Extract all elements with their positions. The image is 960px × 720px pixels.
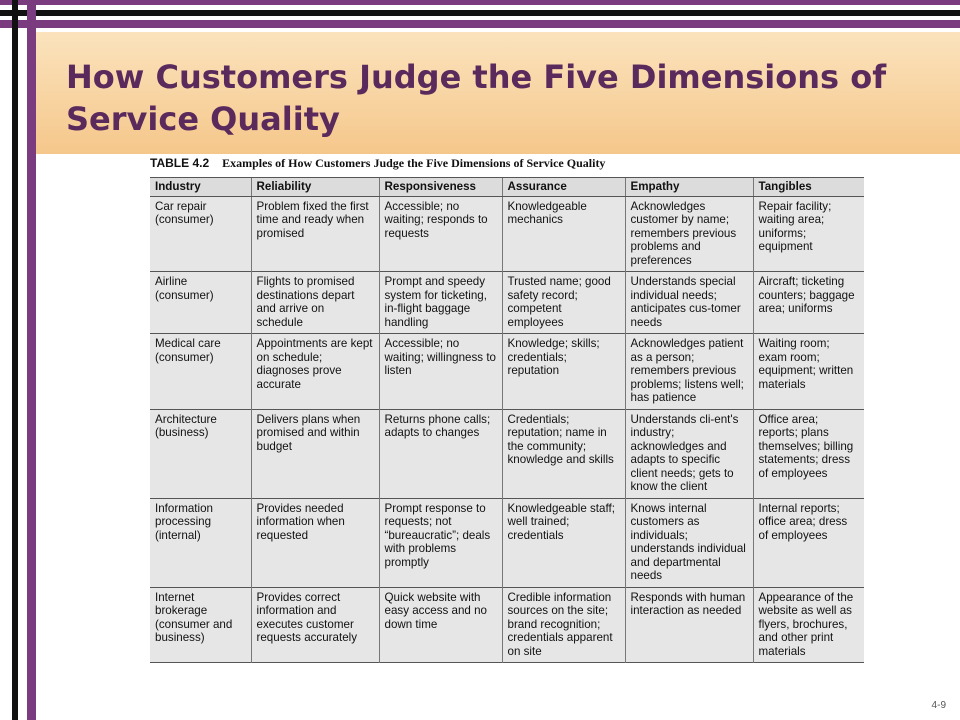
table-cell: Understands cli-ent's industry; acknowle…	[624, 408, 753, 498]
table-cell: Repair facility; waiting area; uniforms;…	[752, 195, 864, 272]
table-cell: Responds with human interaction as neede…	[624, 586, 753, 663]
table-cell: Appointments are kept on schedule; diagn…	[250, 333, 379, 409]
top-purple-stripe-2	[0, 20, 960, 28]
table-cell: Information processing (internal)	[150, 497, 251, 587]
table-cell: Delivers plans when promised and within …	[250, 408, 379, 498]
table-cell: Understands special individual needs; an…	[624, 271, 753, 334]
table-cell: Accessible; no waiting; willingness to l…	[378, 333, 502, 409]
service-quality-table-figure: TABLE 4.2 Examples of How Customers Judg…	[150, 154, 864, 663]
table-row: Car repair (consumer) Problem fixed the …	[150, 195, 864, 272]
table-cell: Acknowledges patient as a person; rememb…	[624, 333, 753, 409]
slide-title: How Customers Judge the Five Dimensions …	[66, 58, 887, 138]
table-row: Medical care (consumer) Appointments are…	[150, 333, 864, 409]
table-row: Internet brokerage (consumer and busines…	[150, 586, 864, 663]
header-industry: Industry	[150, 177, 251, 197]
service-quality-table: Industry Reliability Responsiveness Assu…	[150, 177, 864, 663]
header-assurance: Assurance	[501, 177, 625, 197]
table-row: Architecture (business) Delivers plans w…	[150, 408, 864, 498]
table-cell: Credible information sources on the site…	[501, 586, 625, 663]
table-cell: Appearance of the website as well as fly…	[752, 586, 864, 663]
header-reliability: Reliability	[250, 177, 379, 197]
table-cell: Internet brokerage (consumer and busines…	[150, 586, 251, 663]
left-black-stripe	[12, 0, 18, 720]
table-row: Airline (consumer) Flights to promised d…	[150, 271, 864, 334]
table-cell: Acknowledges customer by name; remembers…	[624, 195, 753, 272]
header-responsiveness: Responsiveness	[378, 177, 502, 197]
table-cell: Waiting room; exam room; equipment; writ…	[752, 333, 864, 409]
table-cell: Credentials; reputation; name in the com…	[501, 408, 625, 498]
top-white-gap	[0, 5, 960, 10]
left-purple-stripe	[27, 0, 36, 720]
table-cell: Knowledgeable staff; well trained; crede…	[501, 497, 625, 587]
table-cell: Prompt response to requests; not “bureau…	[378, 497, 502, 587]
table-cell: Airline (consumer)	[150, 271, 251, 334]
table-cell: Flights to promised destinations depart …	[250, 271, 379, 334]
table-cell: Car repair (consumer)	[150, 195, 251, 272]
table-header-row: Industry Reliability Responsiveness Assu…	[150, 177, 864, 197]
top-purple-stripe	[0, 0, 960, 5]
top-black-stripe	[0, 10, 960, 16]
table-row: Information processing (internal) Provid…	[150, 497, 864, 587]
page-number: 4-9	[931, 700, 946, 711]
header-tangibles: Tangibles	[752, 177, 864, 197]
table-cell: Internal reports; office area; dress of …	[752, 497, 864, 587]
table-caption: TABLE 4.2 Examples of How Customers Judg…	[150, 154, 864, 177]
table-cell: Office area; reports; plans themselves; …	[752, 408, 864, 498]
table-cell: Prompt and speedy system for ticketing, …	[378, 271, 502, 334]
table-number: TABLE 4.2	[150, 156, 210, 170]
table-cell: Medical care (consumer)	[150, 333, 251, 409]
table-cell: Provides needed information when request…	[250, 497, 379, 587]
table-cell: Returns phone calls; adapts to changes	[378, 408, 502, 498]
header-empathy: Empathy	[624, 177, 753, 197]
table-cell: Knowledgeable mechanics	[501, 195, 625, 272]
table-cell: Knows internal customers as individuals;…	[624, 497, 753, 587]
top-white-gap-2	[0, 16, 960, 20]
table-cell: Aircraft; ticketing counters; baggage ar…	[752, 271, 864, 334]
table-cell: Knowledge; skills; credentials; reputati…	[501, 333, 625, 409]
table-cell: Problem fixed the first time and ready w…	[250, 195, 379, 272]
table-cell: Architecture (business)	[150, 408, 251, 498]
table-caption-text: Examples of How Customers Judge the Five…	[222, 156, 606, 170]
title-band	[36, 32, 960, 154]
table-cell: Trusted name; good safety record; compet…	[501, 271, 625, 334]
table-cell: Quick website with easy access and no do…	[378, 586, 502, 663]
table-cell: Accessible; no waiting; responds to requ…	[378, 195, 502, 272]
table-cell: Provides correct information and execute…	[250, 586, 379, 663]
